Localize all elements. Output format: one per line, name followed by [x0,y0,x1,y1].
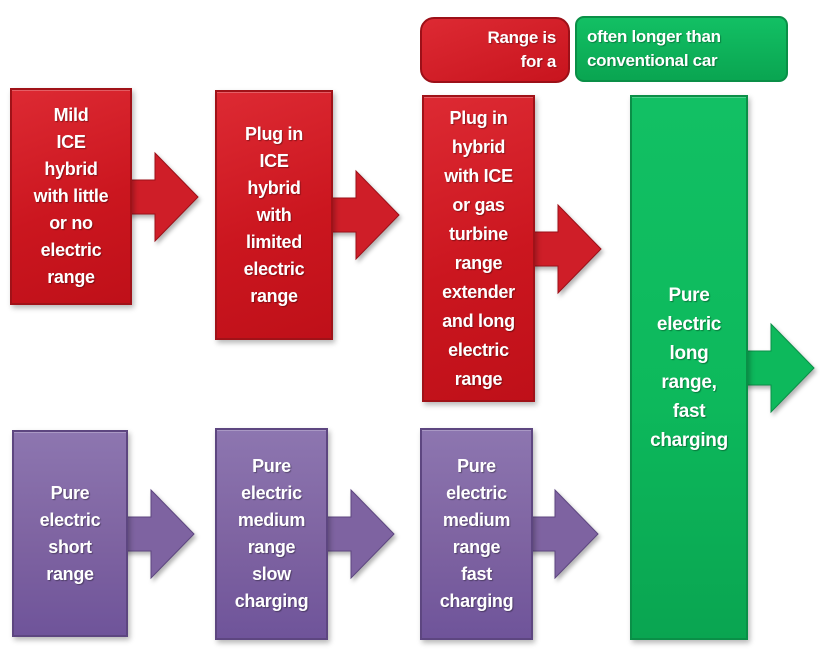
arrow-right-icon [740,318,816,418]
stage-box-range-extender-hybrid: Plug in hybrid with ICE or gas turbine r… [422,95,535,402]
arrow-right-icon [124,147,200,247]
arrow-right-icon [325,165,401,265]
stage-box-plug-in-ice-hybrid: Plug in ICE hybrid with limited electric… [215,90,333,340]
stage-box-mild-ice-hybrid: Mild ICE hybrid with little or no electr… [10,88,132,305]
note-range-is-for-a: Range is for a [420,17,570,83]
note-often-longer-than-conventional-car: often longer than conventional car [575,16,788,82]
arrow-right-icon [120,484,196,584]
stage-box-pure-electric-medium-slow-charging: Pure electric medium range slow charging [215,428,328,640]
arrow-right-icon [527,199,603,299]
stage-box-pure-electric-short-range: Pure electric short range [12,430,128,637]
arrow-right-icon [524,484,600,584]
arrow-right-icon [320,484,396,584]
goal-box-pure-electric-long-range: Pure electric long range, fast charging [630,95,748,640]
stage-box-pure-electric-medium-fast-charging: Pure electric medium range fast charging [420,428,533,640]
